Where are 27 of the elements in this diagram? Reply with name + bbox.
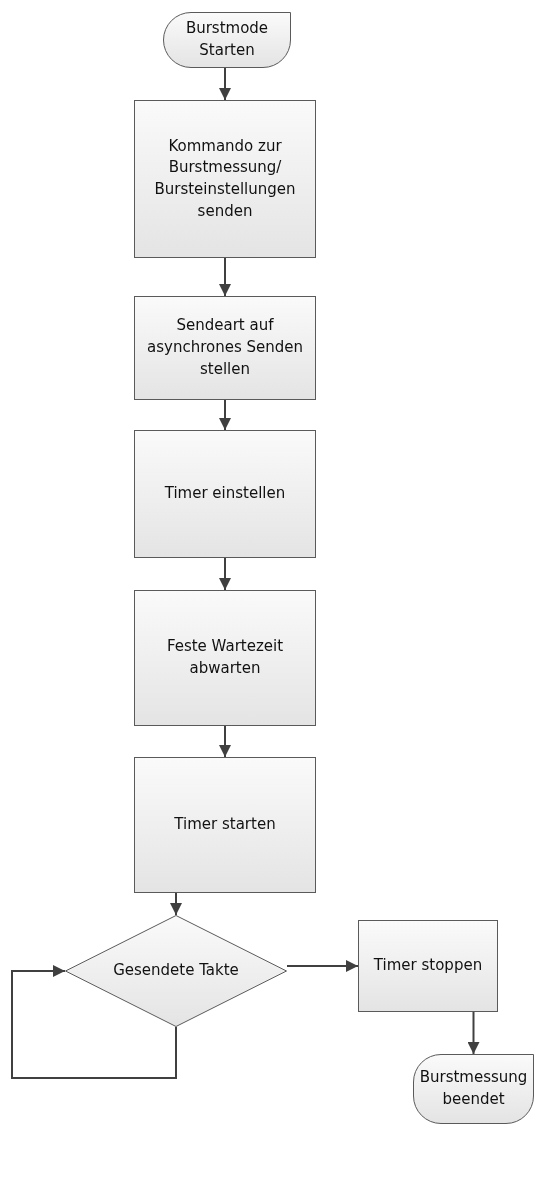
process-box [358,920,498,1012]
terminator-shape [163,12,291,68]
arrow [219,67,231,101]
arrow [286,960,359,972]
arrow [219,257,231,297]
node-label: Timer einstellen [164,483,286,505]
arrow [11,965,177,1079]
arrow [467,1011,480,1055]
process-box [134,757,316,893]
node-label: Feste Wartezeit abwarten [165,636,285,679]
arrow [170,892,182,916]
arrow [219,399,231,431]
node-label: Burstmessung beendet [419,1067,528,1110]
process-box [134,430,316,558]
node-label: Sendeart auf asynchrones Senden stellen [146,315,304,380]
process-box [134,100,316,258]
process-box [134,590,316,726]
node-label: Burstmode Starten [184,18,270,61]
node-label: Timer starten [174,814,276,836]
node-label: Kommando zur Burstmessung/ Bursteinstellungen senden [153,135,297,222]
node-label: Gesendete Takte [113,960,239,982]
decision-diamond [65,915,287,1027]
arrow [219,725,231,758]
node-label: Timer stoppen [373,955,483,977]
process-box [134,296,316,400]
arrow [219,557,231,591]
terminator-shape [413,1054,534,1124]
